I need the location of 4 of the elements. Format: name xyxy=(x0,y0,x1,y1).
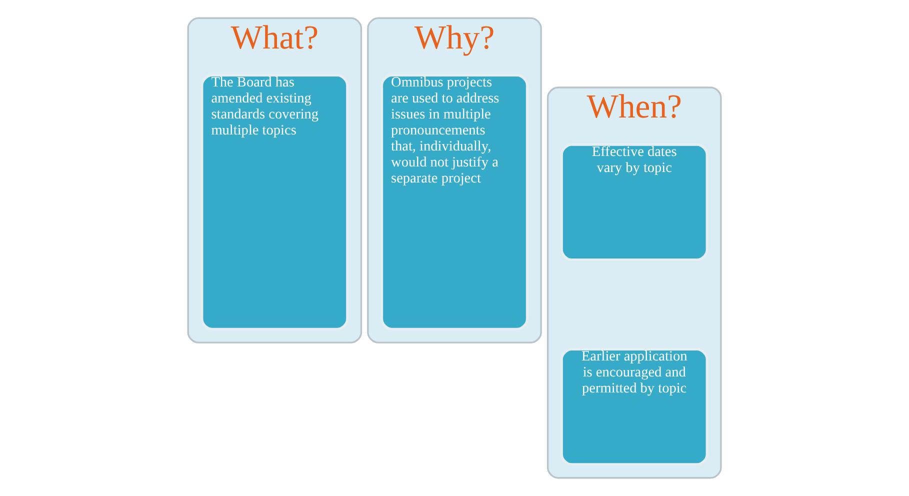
node-box: Effective dates vary by topic xyxy=(560,143,708,262)
node-box: Earlier application is encouraged and permitted by topic xyxy=(560,348,708,466)
node-box: Omnibus projects are used to address issues in multiple pronouncements that, individually, would not justify a separate project xyxy=(380,74,528,330)
node-box: The Board has amended existing standards covering multiple topics xyxy=(200,74,349,330)
